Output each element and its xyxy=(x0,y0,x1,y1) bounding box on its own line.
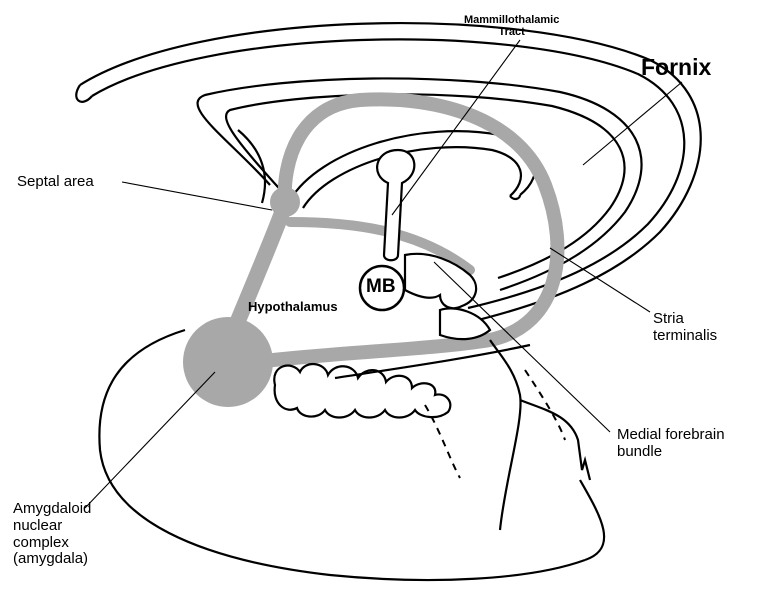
label-mammillothalamic-tract: Mammillothalamic Tract xyxy=(464,14,560,39)
label-amygdaloid-nuclear-complex: Amygdaloid nuclear complex (amygdala) xyxy=(13,500,92,568)
label-fornix: Fornix xyxy=(641,54,712,80)
brainstem-outline xyxy=(489,339,592,531)
mammillothalamic-tract-shape xyxy=(376,148,416,262)
fornix-inner-arch xyxy=(196,77,643,292)
label-medial-forebrain-bundle: Medial forebrain bundle xyxy=(617,426,725,460)
label-stria-terminalis: Stria terminalis xyxy=(653,310,718,344)
fornix-arch xyxy=(75,21,702,324)
hypothalamic-region xyxy=(403,252,492,341)
septal-stalk xyxy=(237,129,266,204)
label-hypothalamus: Hypothalamus xyxy=(248,299,338,314)
label-mammillary-body: MB xyxy=(366,276,396,297)
dashed-boundaries xyxy=(424,369,566,479)
amygdala-blob xyxy=(183,317,273,407)
temporal-lobe-outline xyxy=(98,328,606,582)
label-septal-area: Septal area xyxy=(17,173,94,190)
hippocampus-outline xyxy=(273,363,452,419)
leader-lines xyxy=(84,39,683,509)
caudate-tail xyxy=(334,343,531,380)
septal-area-blob xyxy=(270,187,300,217)
